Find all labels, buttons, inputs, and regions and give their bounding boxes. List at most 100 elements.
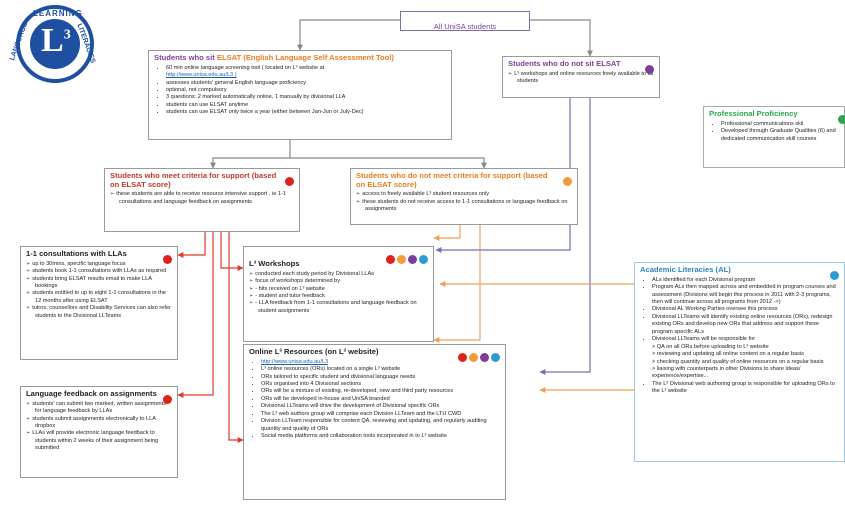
consult-list: up to 30mins, specific language focus st… [26, 261, 172, 321]
online-link[interactable]: http://www.unisa.edu.au/L3 [261, 359, 500, 366]
elsat-list: 60 min online language screening tool ( … [154, 65, 446, 117]
list-item: - LLA feedback from 1-1 consultations an… [255, 300, 428, 315]
meet-criteria-box: Students who meet criteria for support (… [104, 168, 300, 232]
no-elsat-box: Students who do not sit ELSAT L³ worksho… [502, 56, 660, 98]
feedback-box: Language feedback on assignments student… [20, 386, 178, 478]
feedback-title: Language feedback on assignments [26, 389, 157, 398]
purple-dot [645, 65, 654, 75]
list-item: ALs identified for each Divisional progr… [652, 277, 839, 284]
list-item: Divisional AL Working Parties oversee th… [652, 306, 839, 313]
logo-top-text: LEARNING [33, 9, 83, 18]
list-item: focus of workshops determined by [255, 278, 428, 285]
list-item: students entitled to up to eight 1-1 con… [32, 290, 172, 305]
feedback-list: students' can submit two marked, written… [26, 401, 172, 453]
l3-logo: LEARNING LANGUAGE LITERACIES L3 [7, 4, 103, 84]
list-item: Divisional LLTeams will drive the develo… [261, 403, 500, 410]
list-item: tutors, counsellors and Disability Servi… [32, 305, 172, 320]
red-dot [458, 353, 467, 363]
list-item: L³ workshops and online resources freely… [514, 71, 654, 86]
list-item: Developed through Graduate Qualities (6)… [721, 128, 839, 143]
not-meet-dots [561, 173, 572, 191]
professional-box: Professional Proficiency Professional co… [703, 106, 845, 168]
red-dot [163, 255, 172, 265]
academic-dots [828, 267, 839, 285]
list-item: ORs will be developed in-house and UniSA… [261, 396, 500, 403]
red-dot [163, 395, 172, 405]
list-item: The L³ web authors group will comprise e… [261, 411, 500, 418]
list-item: L³ online resources (ORs) located on a s… [261, 366, 500, 373]
list-item: - hits received on L³ website [255, 286, 428, 293]
logo-letter-l: L [41, 22, 64, 59]
online-dots [456, 349, 500, 367]
consult-dots [161, 251, 172, 269]
list-item: > checking quantity and quality of onlin… [652, 358, 824, 365]
professional-list: Professional communications skil Develop… [709, 121, 839, 143]
consultations-box: 1-1 consultations with LLAs up to 30mins… [20, 246, 178, 360]
workshops-box: L³ Workshops conducted each study period… [243, 246, 434, 342]
list-item: ORs tailored to specific student and div… [261, 374, 500, 381]
list-item: > liaising with counterparts in other Di… [652, 365, 801, 380]
list-item: Program ALs then mapped across and embed… [652, 284, 839, 306]
academic-literacies-box: Academic Literacies (AL) ALs identified … [634, 262, 845, 462]
not-meet-title: Students who do not meet criteria for su… [356, 171, 548, 189]
online-title: Online L³ Resources (on L³ website) [249, 347, 379, 356]
not-meet-criteria-box: Students who do not meet criteria for su… [350, 168, 578, 225]
green-dot [838, 115, 845, 125]
elsat-box: Students who sit ELSAT (English Language… [148, 50, 452, 140]
blue-dot [491, 353, 500, 363]
elsat-link[interactable]: http://www.unisa.edu.au/L3 ) [166, 72, 237, 79]
workshop-dots [384, 251, 428, 269]
no-elsat-dots [643, 61, 654, 79]
red-dot [386, 255, 395, 265]
meet-dots [283, 173, 294, 191]
meet-list: these students are able to receive resou… [110, 191, 294, 206]
online-resources-box: Online L³ Resources (on L³ website) http… [243, 344, 506, 500]
list-item: Divisional LLTeams will be responsible f… [652, 336, 839, 343]
purple-dot [408, 255, 417, 265]
blue-dot [830, 271, 839, 281]
meet-title: Students who meet criteria for support (… [110, 171, 277, 189]
blue-dot [419, 255, 428, 265]
list-item: The L³ Divisional web authoring group is… [652, 381, 839, 396]
professional-dots [836, 111, 845, 129]
list-item: Divisional LLTeams will identify existin… [652, 314, 839, 336]
all-students-box: All UniSA students [400, 11, 530, 31]
list-item: - student and tutor feedback [255, 293, 428, 300]
elsat-title-prefix: Students who sit [154, 53, 217, 62]
list-item: these students do not receive access to … [362, 199, 572, 214]
elsat-title-highlight: ELSAT (English Language Self Assessment … [216, 53, 394, 62]
list-item: access to freely available L³ student re… [362, 191, 572, 198]
list-item: > QA on all ORs before uploading to L³ w… [652, 343, 769, 350]
academic-list: ALs identified for each Divisional progr… [640, 277, 839, 396]
list-item: students' can submit two marked, written… [32, 401, 172, 416]
list-item: students book 1-1 consultations with LLA… [32, 268, 172, 275]
logo-superscript: 3 [63, 27, 71, 43]
list-item: ORs organised into 4 Divisional sections [261, 381, 500, 388]
list-item: students can use ELSAT anytime [166, 102, 446, 109]
consult-title: 1-1 consultations with LLAs [26, 249, 127, 258]
list-item: students can use ELSAT only twice a year… [166, 109, 446, 116]
list-item: optional, not compulsory [166, 87, 446, 94]
list-item: ORs will be a mixture of existing, re-de… [261, 388, 500, 395]
professional-title: Professional Proficiency [709, 109, 798, 118]
orange-dot [469, 353, 478, 363]
workshops-title: L³ Workshops [249, 259, 300, 268]
feedback-dots [161, 391, 172, 409]
online-list: http://www.unisa.edu.au/L3 L³ online res… [249, 359, 500, 441]
list-item: > reviewing and updating all online cont… [652, 351, 804, 358]
list-item: students submit assignments electronical… [32, 416, 172, 431]
orange-dot [397, 255, 406, 265]
list-item: these students are able to receive resou… [116, 191, 294, 206]
list-item: 3 questions: 2 marked automatically onli… [166, 94, 446, 101]
logo-letter: L3 [41, 22, 71, 60]
list-item: assesses students' general English langu… [166, 80, 446, 87]
list-item: 60 min online language screening tool ( … [166, 65, 446, 72]
list-item: up to 30mins, specific language focus [32, 261, 172, 268]
no-elsat-list: L³ workshops and online resources freely… [508, 71, 654, 86]
logo-icon [16, 5, 94, 83]
list-item: Division LLTeam responsible for content … [261, 418, 500, 433]
list-item: LLAs will provide electronic language fe… [32, 430, 172, 452]
list-item: Social media platforms and collaboration… [261, 433, 500, 440]
list-item: Professional communications skil [721, 121, 839, 128]
